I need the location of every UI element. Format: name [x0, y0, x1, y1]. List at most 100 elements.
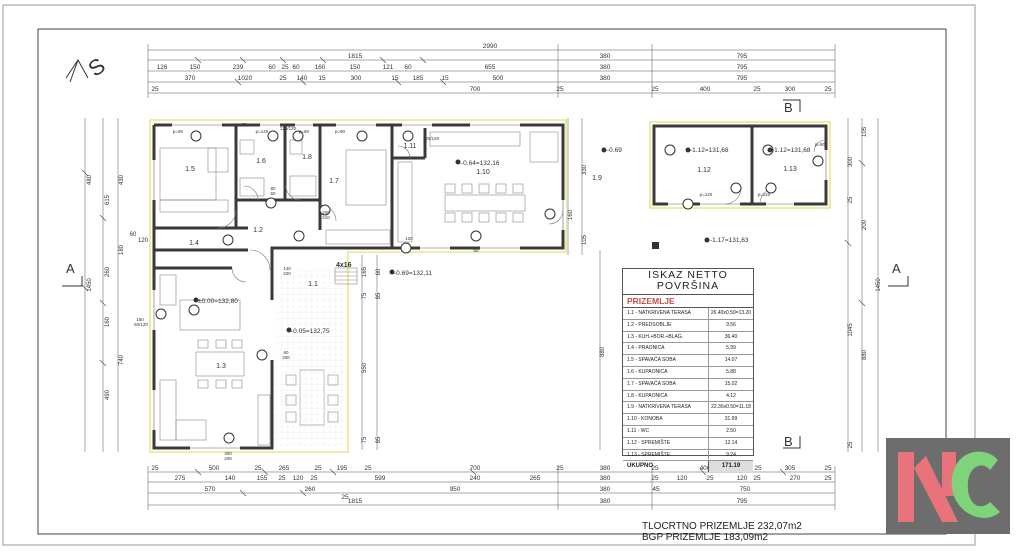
dimension-labels: 2990 1815 380 795 126 150 239 60 25 60 1… — [151, 43, 832, 505]
opening-note: 120/120 — [280, 126, 297, 131]
dim-label: 795 — [737, 53, 748, 60]
opening-note: p=140 — [256, 129, 269, 134]
dim-label: 25 — [753, 475, 761, 482]
row-label: 1.11 - WC — [627, 427, 650, 434]
section-b-bottom: B — [784, 434, 793, 449]
dim-label: 25 — [254, 465, 262, 472]
opening-note: 60/120 — [134, 322, 148, 327]
dim-label: 260 — [105, 266, 111, 277]
dim-label: 120 — [293, 475, 304, 482]
row-label: 1.7 - SPAVAĆA SOBA — [627, 380, 676, 387]
dim-label: 400 — [700, 86, 711, 93]
row-value: 5.99 — [708, 343, 753, 355]
dim-label: 380 — [600, 475, 611, 482]
opening-note: 60 — [473, 248, 479, 253]
dim-label: 275 — [175, 475, 186, 482]
opening-note: 220 — [283, 271, 291, 276]
dim-label: 25 — [848, 441, 854, 448]
dim-label: 490 — [105, 389, 111, 400]
dim-label: 75 — [362, 292, 368, 299]
opening-note: 200 — [282, 355, 290, 360]
building-outline — [149, 119, 831, 453]
dim-label: 795 — [737, 64, 748, 71]
elevation-label: -1.12=131,68 — [690, 147, 729, 154]
dim-label: 380 — [600, 498, 611, 505]
table-row: 1.4 - PRAONICA 5.99 — [623, 343, 753, 356]
opening-note: 300 — [224, 451, 232, 456]
dim-label: 185 — [413, 75, 424, 82]
dim-label: 265 — [279, 465, 290, 472]
row-value: 2.50 — [708, 425, 753, 437]
dim-label: 160 — [568, 209, 574, 220]
dim-label: 140 — [225, 475, 236, 482]
row-value: 22.36x0.50=11.18 — [708, 402, 753, 414]
row-label: 1.12 - SPREMIŠTE — [627, 439, 671, 446]
dim-label: 25 — [556, 465, 564, 472]
dim-label: 105 — [582, 234, 588, 245]
dim-label: 500 — [209, 465, 220, 472]
dim-label: 180 — [119, 244, 125, 255]
section-a-right: A — [892, 261, 901, 276]
opening-note: 80 — [270, 186, 276, 191]
dim-label: 1815 — [348, 498, 363, 505]
table-title-line1: ISKAZ NETTO — [648, 269, 728, 281]
opening-note: 60 — [241, 122, 247, 127]
dim-label: 1450 — [876, 278, 882, 292]
dim-label: 300 — [351, 75, 362, 82]
summary-line-1: TLOCRTNO PRIZEMLJE 232,07m2 — [642, 521, 802, 532]
row-label: 1.8 - KUPAONICA — [627, 392, 668, 399]
room-1-11: 1.11 — [403, 143, 416, 150]
furniture — [159, 131, 559, 446]
dim-label: 615 — [105, 194, 111, 205]
room-1-5: 1.5 — [185, 166, 195, 173]
dim-label: 550 — [362, 362, 368, 373]
row-label: 1.6 - KUPAONICA — [627, 368, 668, 375]
row-value: 36.40 — [708, 331, 753, 343]
dim-label: 880 — [862, 349, 868, 360]
dim-label: 795 — [737, 498, 748, 505]
room-1-6: 1.6 — [256, 158, 266, 165]
dim-label: 165 — [362, 266, 368, 277]
room-1-13: 1.13 — [783, 166, 797, 173]
section-markers — [62, 99, 909, 449]
dim-label: 120 — [737, 475, 748, 482]
agency-logo-icon — [886, 438, 1010, 534]
dim-label: 700 — [470, 465, 481, 472]
table-title-line2: POVRŠINA — [656, 280, 720, 292]
elevation-labels: ±0.00=132,80 -0.05=132,75 -0.64=132,16 -… — [198, 147, 811, 335]
room-1-1: 1.1 — [308, 281, 318, 288]
opening-note: p=120 — [700, 192, 713, 197]
dim-label: 239 — [233, 64, 244, 71]
dim-label: 265 — [530, 475, 541, 482]
dim-label: 1450 — [87, 278, 93, 292]
room-1-12: 1.12 — [697, 167, 711, 174]
elevation-marker-icons — [193, 147, 773, 333]
dim-label: 500 — [493, 75, 504, 82]
dimension-ticks — [81, 56, 866, 497]
dim-label: 795 — [737, 75, 748, 82]
room-1-2: 1.2 — [253, 227, 263, 234]
dim-label: 60 — [404, 64, 412, 71]
stair-lines — [335, 271, 357, 281]
dim-label: 880 — [600, 346, 606, 357]
dim-label: 25 — [278, 475, 286, 482]
dim-label: 25 — [824, 475, 832, 482]
row-label: 1.4 - PRAONICA — [627, 345, 665, 352]
dim-label: 480 — [87, 174, 93, 185]
opening-note: p=90 — [815, 142, 826, 147]
dim-label: 15 — [441, 75, 449, 82]
dim-label: 305 — [785, 465, 796, 472]
area-summary: TLOCRTNO PRIZEMLJE 232,07m2 BGP PRIZEMLJ… — [642, 521, 802, 543]
row-label: 1.3 - KUH.+BOR.+BLAG. — [627, 333, 684, 340]
opening-note: p=90 — [335, 129, 346, 134]
table-total-row: UKUPNO 171.19 — [623, 461, 753, 473]
dim-label: 85 — [376, 292, 382, 299]
opening-notes: p=90 p=140 p=90 p=90 p=120 p=120 p=90 60… — [134, 122, 825, 461]
opening-note: 60 — [270, 191, 276, 196]
dim-label: 260 — [305, 486, 316, 493]
dim-label: 300 — [785, 86, 796, 93]
